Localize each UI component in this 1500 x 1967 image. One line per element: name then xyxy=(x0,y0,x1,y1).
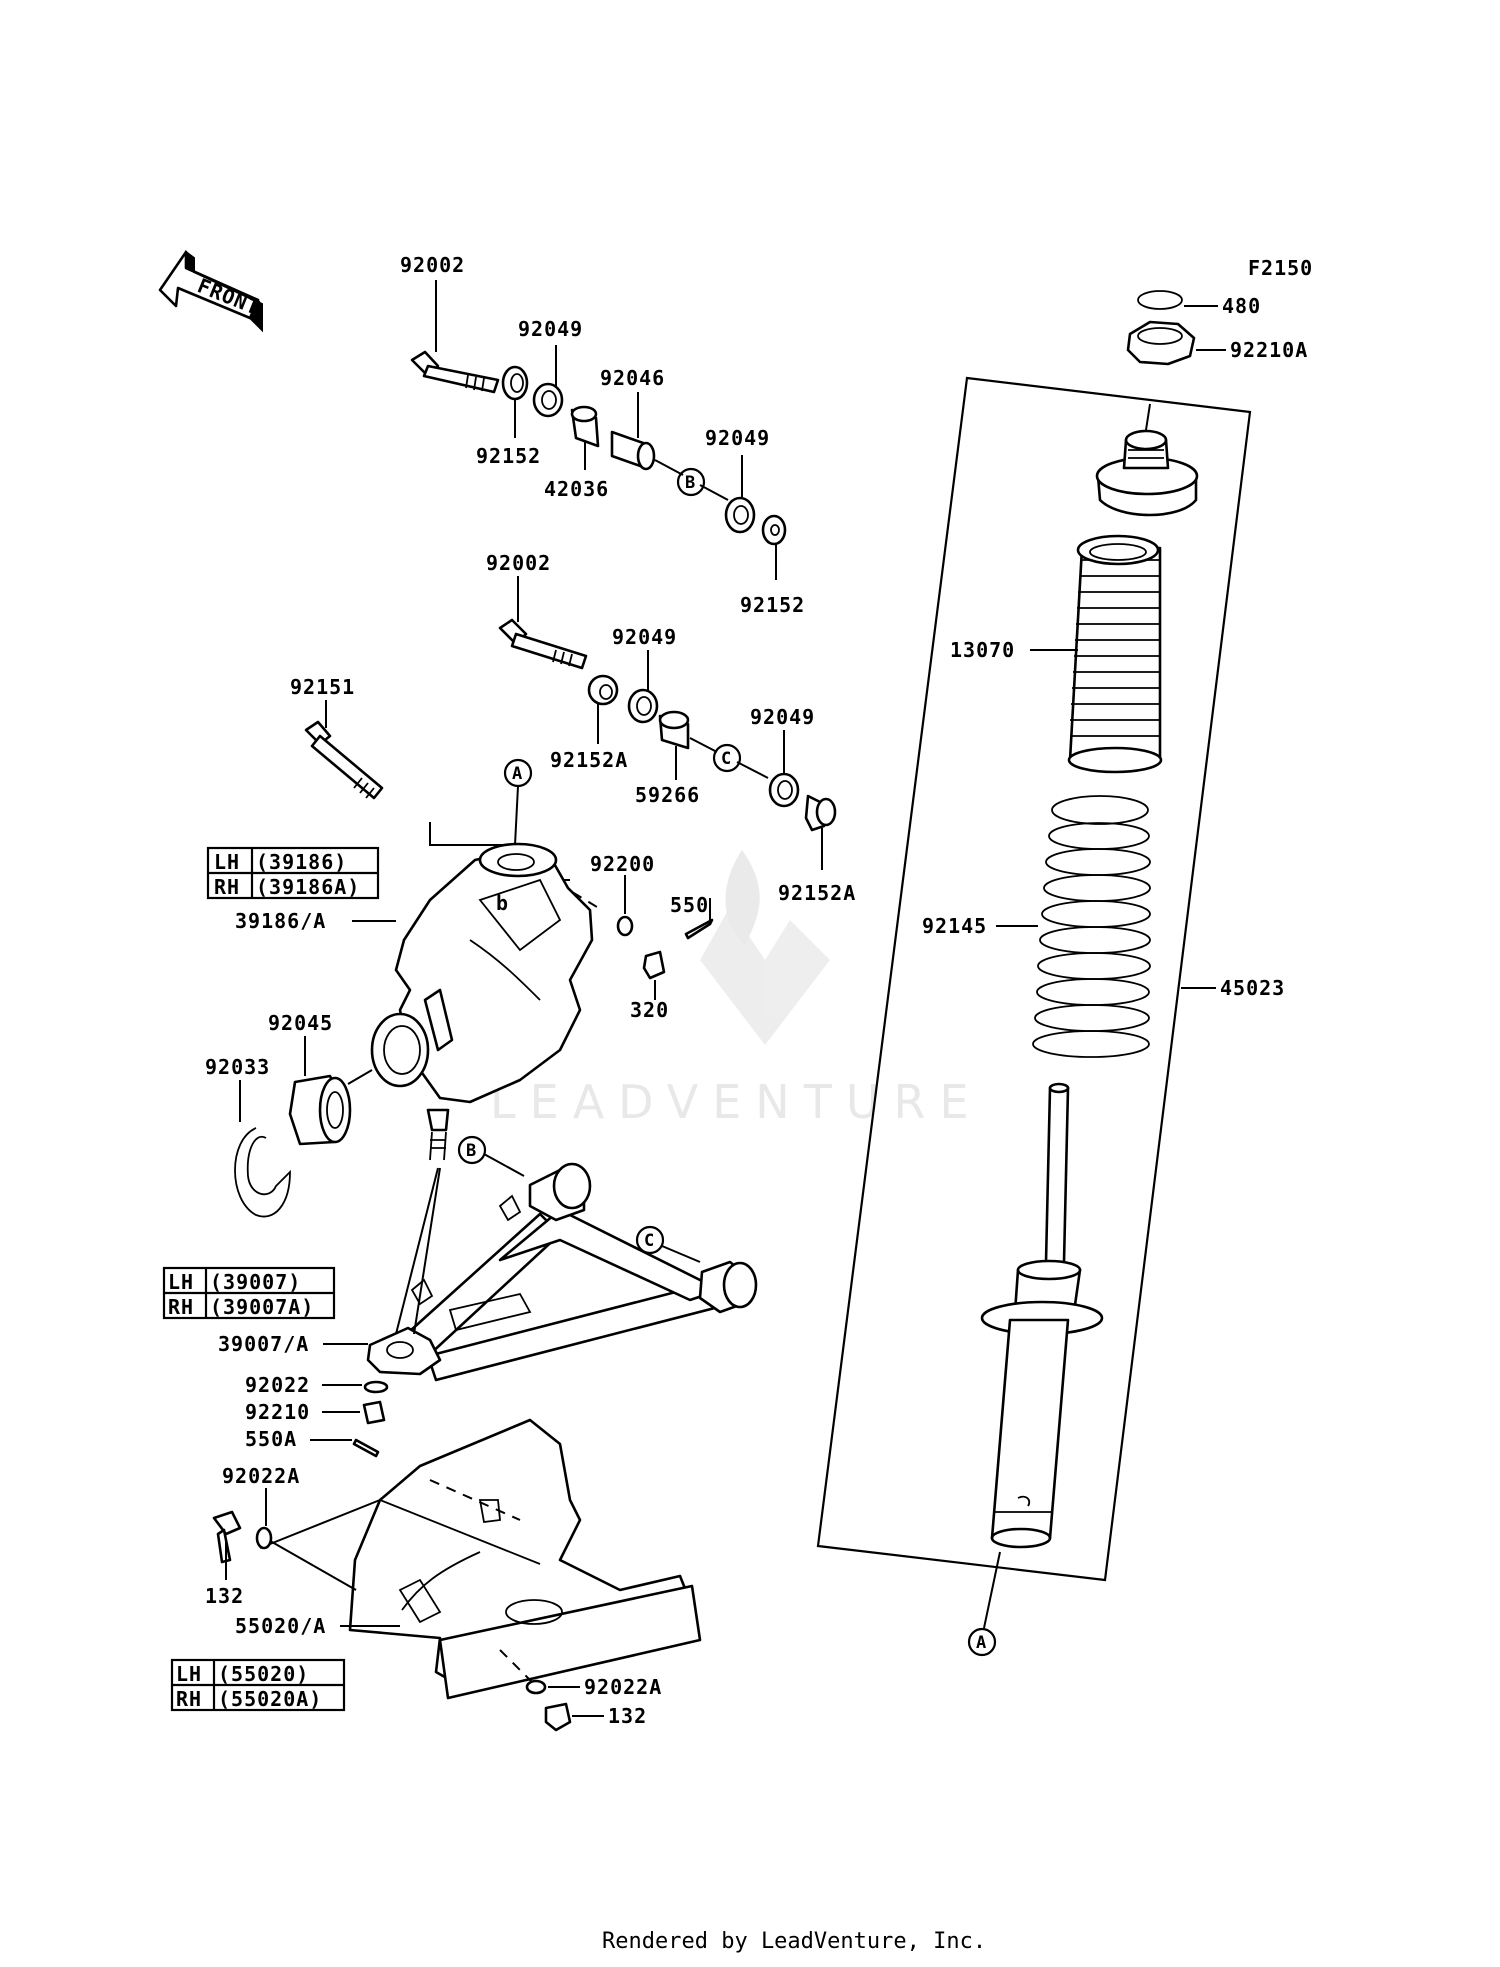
side-table-skid-plate: LH (55020) RH (55020A) xyxy=(170,1658,346,1712)
a-arm-group: B C 39007/A 92022 92210 550A xyxy=(218,1135,758,1458)
table1-row1-part: (39186) xyxy=(256,850,347,874)
skid-plate-group: 92022A 132 55020/A 92022A 132 xyxy=(205,1418,702,1732)
table2-row2-part: (39007A) xyxy=(210,1295,314,1319)
table2-row1-part: (39007) xyxy=(210,1270,301,1294)
upper-bolt-group: B 92002 92049 92046 92152 42036 92049 92… xyxy=(400,253,805,617)
table1-row2-part: (39186A) xyxy=(256,875,360,899)
label-92210: 92210 xyxy=(245,1400,310,1424)
callout-a-knuckle: A xyxy=(512,764,522,784)
watermark: LEADVENTURE xyxy=(490,850,983,1129)
label-92022a-a: 92022A xyxy=(222,1464,300,1488)
coil-spring xyxy=(1032,795,1151,1058)
callout-c-top: C xyxy=(721,749,731,769)
callout-a-shock: A xyxy=(976,1633,986,1653)
label-132-b: 132 xyxy=(608,1704,647,1728)
side-table-a-arm: LH (39007) RH (39007A) xyxy=(162,1266,336,1320)
front-arrow-icon: FRONT xyxy=(158,250,264,333)
table3-row1-part: (55020) xyxy=(218,1662,309,1686)
label-92022a-b: 92022A xyxy=(584,1675,662,1699)
watermark-text: LEADVENTURE xyxy=(490,1075,983,1129)
label-59266: 59266 xyxy=(635,783,700,807)
label-550a: 550A xyxy=(245,1427,297,1451)
label-92033: 92033 xyxy=(205,1055,270,1079)
table2-row1-side: LH xyxy=(168,1270,194,1294)
knuckle-group: 92151 b A 92200 550 320 39186/A xyxy=(205,675,714,1218)
label-92045: 92045 xyxy=(268,1011,333,1035)
figure-code: F2150 xyxy=(1248,256,1313,280)
middle-bolt-group: C 92002 92049 92152A 59266 92049 92152A xyxy=(486,551,856,905)
boot-bellows xyxy=(1067,534,1163,774)
footer-credit: Rendered by LeadVenture, Inc. xyxy=(602,1929,986,1954)
label-92046: 92046 xyxy=(600,366,665,390)
label-92002-top: 92002 xyxy=(400,253,465,277)
front-arrow-label: FRONT xyxy=(194,273,263,320)
label-92152a-a: 92152A xyxy=(550,748,628,772)
label-55020a: 55020/A xyxy=(235,1614,326,1638)
label-132-a: 132 xyxy=(205,1584,244,1608)
table1-row1-side: LH xyxy=(214,850,240,874)
label-550: 550 xyxy=(670,893,709,917)
svg-text:b: b xyxy=(496,891,509,915)
table3-row2-side: RH xyxy=(176,1687,202,1711)
label-480: 480 xyxy=(1222,294,1261,318)
label-92049-c: 92049 xyxy=(612,625,677,649)
label-92200: 92200 xyxy=(590,852,655,876)
label-92049-d: 92049 xyxy=(750,705,815,729)
label-92151: 92151 xyxy=(290,675,355,699)
label-92152-a: 92152 xyxy=(476,444,541,468)
label-13070: 13070 xyxy=(950,638,1015,662)
table3-row1-side: LH xyxy=(176,1662,202,1686)
label-39007a: 39007/A xyxy=(218,1332,309,1356)
label-45023: 45023 xyxy=(1220,976,1285,1000)
label-42036: 42036 xyxy=(544,477,609,501)
label-92002-mid: 92002 xyxy=(486,551,551,575)
label-92145: 92145 xyxy=(922,914,987,938)
label-92152a-b: 92152A xyxy=(778,881,856,905)
callout-b-top: B xyxy=(685,473,695,493)
table3-row2-part: (55020A) xyxy=(218,1687,322,1711)
callout-b-arm: B xyxy=(466,1141,476,1161)
table2-row2-side: RH xyxy=(168,1295,194,1319)
label-92022: 92022 xyxy=(245,1373,310,1397)
label-39186a: 39186/A xyxy=(235,909,326,933)
shock-absorber-group: 45023 480 92210A 13070 xyxy=(816,290,1308,1657)
label-92049-a: 92049 xyxy=(518,317,583,341)
table1-row2-side: RH xyxy=(214,875,240,899)
label-92152-b: 92152 xyxy=(740,593,805,617)
label-92210a: 92210A xyxy=(1230,338,1308,362)
callout-c-arm: C xyxy=(644,1231,654,1251)
label-92049-b: 92049 xyxy=(705,426,770,450)
side-table-knuckle: LH (39186) RH (39186A) xyxy=(206,846,380,900)
label-320: 320 xyxy=(630,998,669,1022)
